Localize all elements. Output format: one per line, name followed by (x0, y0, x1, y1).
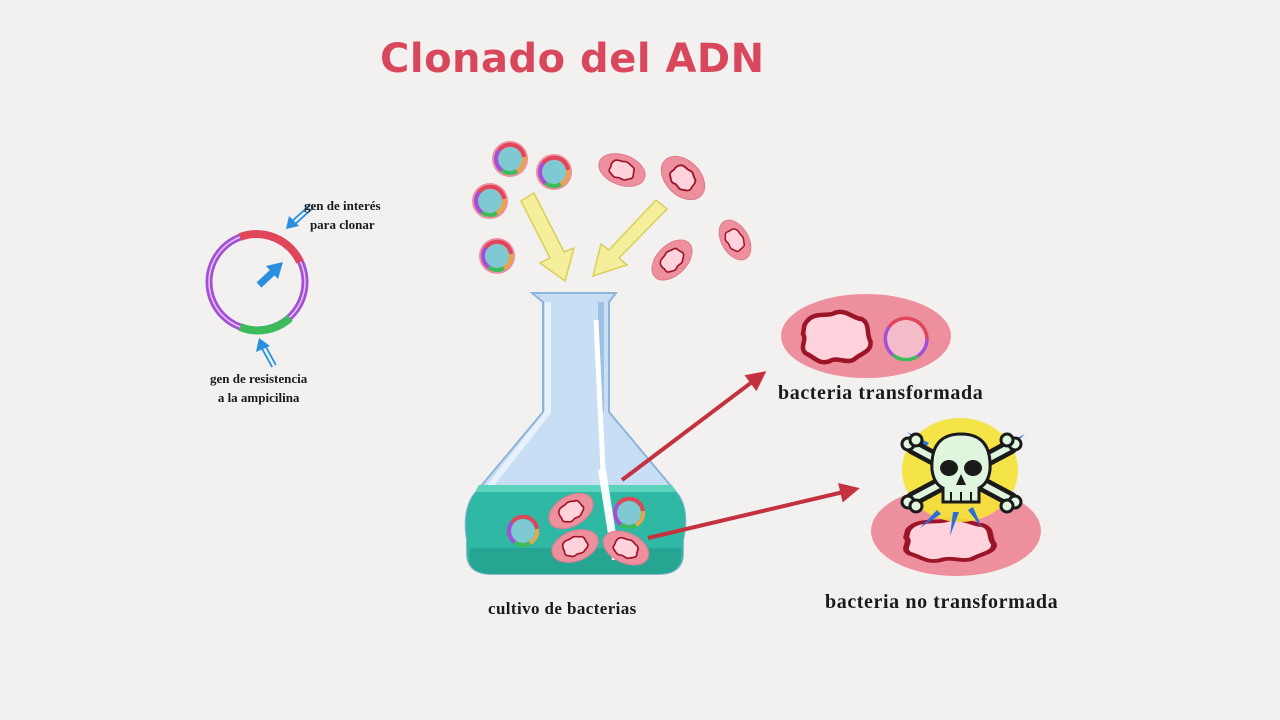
transformed-bacterium (781, 294, 951, 378)
culture-label: cultivo de bacterias (488, 599, 637, 618)
gene-of-interest-label-line1: gen de interés (304, 198, 381, 213)
resistance-gene-label-line2: a la ampicilina (217, 390, 300, 405)
gene-of-interest-label-line2: para clonar (309, 217, 375, 232)
free-bacterium (713, 215, 758, 266)
culture-plasmid (507, 514, 540, 547)
free-plasmid (472, 183, 508, 219)
free-plasmid (492, 141, 528, 177)
plasmid-direction-arrow-icon (256, 262, 283, 288)
resistance-gene-label-line1: gen de resistencia (210, 371, 308, 386)
plasmid (205, 203, 315, 368)
gene-interest-pointer-icon (286, 203, 315, 229)
gene-of-interest-label: gen de interés para clonar (304, 196, 381, 234)
free-bacterium (644, 232, 699, 287)
culture-plasmid (613, 496, 646, 529)
resistance-pointer-icon (256, 338, 277, 368)
not-transformed-label: bacteria no transformada (825, 591, 1059, 613)
gene-of-interest-segment (238, 230, 304, 264)
skull-crossbones-icon (900, 432, 1023, 514)
page-title: Clonado del ADN (380, 36, 765, 82)
to-transformed-arrow-icon (620, 371, 767, 482)
free-plasmid (479, 238, 515, 274)
incoming-arrow-left-icon (520, 191, 576, 283)
transformed-label: bacteria transformada (778, 382, 984, 404)
culture-flask (464, 292, 687, 575)
incoming-arrow-right-icon (591, 198, 669, 278)
free-bacterium (594, 148, 649, 193)
free-plasmid (536, 154, 572, 190)
free-bacterium (653, 148, 713, 208)
to-not-transformed-arrow-icon (647, 483, 860, 540)
resistance-gene-segment (238, 314, 293, 335)
resistance-gene-label: gen de resistencia a la ampicilina (210, 369, 307, 407)
